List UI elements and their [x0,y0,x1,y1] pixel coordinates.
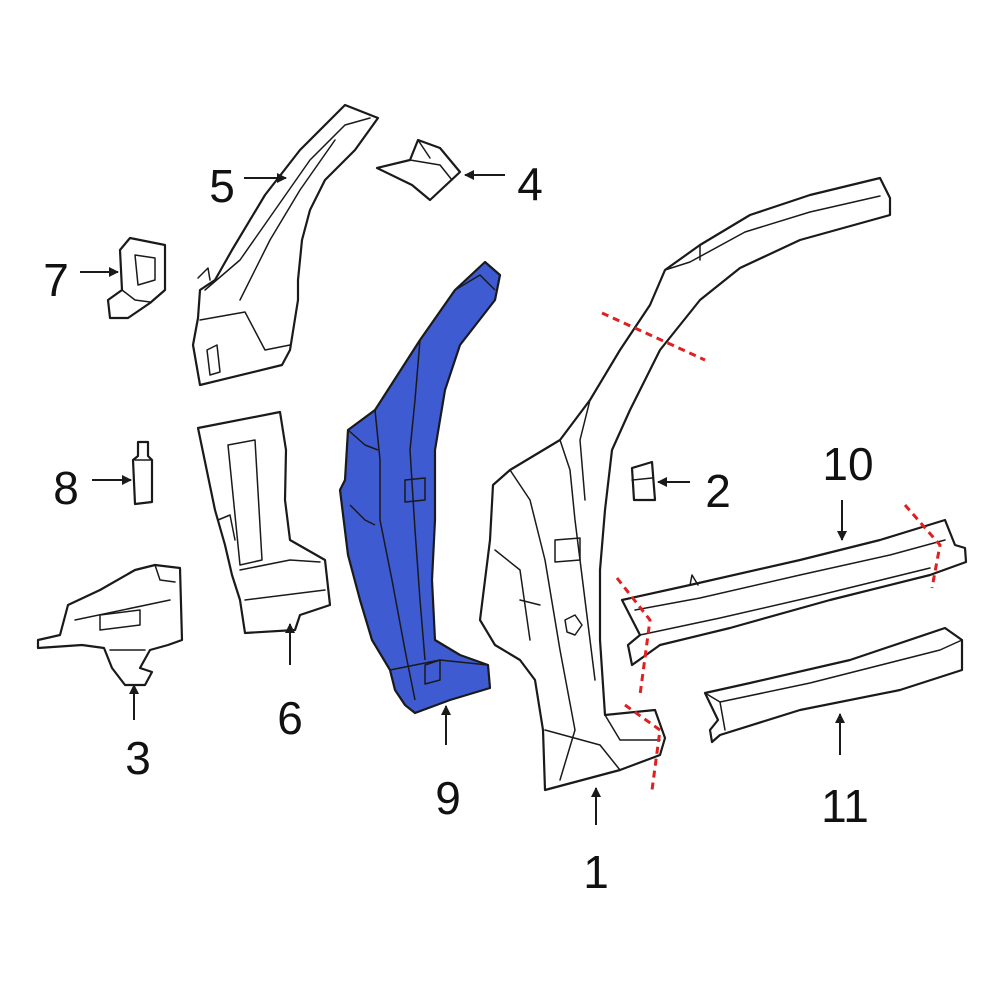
callout-10[interactable]: 10 [822,438,873,490]
part-1-hinge-pillar[interactable] [478,176,892,792]
cut-line-pillar-top [601,311,706,362]
leader-arrows [80,170,847,825]
cut-line-pillar-bottom [624,703,662,791]
cut-line-rocker-right [903,504,942,589]
callout-8[interactable]: 8 [53,462,79,514]
part-7-bracket[interactable] [106,236,167,320]
callout-11[interactable]: 11 [821,780,869,832]
cut-line-rocker-left [615,577,652,696]
part-2-bracket[interactable] [630,460,657,502]
part-11-rocker-inner[interactable] [703,626,964,744]
part-5-pillar-reinforcement[interactable] [191,103,380,387]
callout-9[interactable]: 9 [435,772,461,824]
part-9-highlighted-reinforcement[interactable] [338,260,502,715]
part-6-pillar-reinforcement[interactable] [196,410,332,635]
part-3-bracket[interactable] [36,563,184,687]
cut-lines [601,311,942,791]
part-10-rocker-inner[interactable] [620,518,968,667]
part-4-bracket[interactable] [375,138,462,202]
callout-6[interactable]: 6 [277,692,303,744]
callout-labels: 1 2 3 4 5 6 7 8 9 10 11 [43,158,873,898]
callout-4[interactable]: 4 [517,158,543,210]
callout-7[interactable]: 7 [43,254,69,306]
callout-5[interactable]: 5 [209,160,235,212]
callout-1[interactable]: 1 [583,846,609,898]
part-8-pin[interactable] [131,440,154,506]
callout-3[interactable]: 3 [125,732,151,784]
callout-2[interactable]: 2 [705,465,731,517]
